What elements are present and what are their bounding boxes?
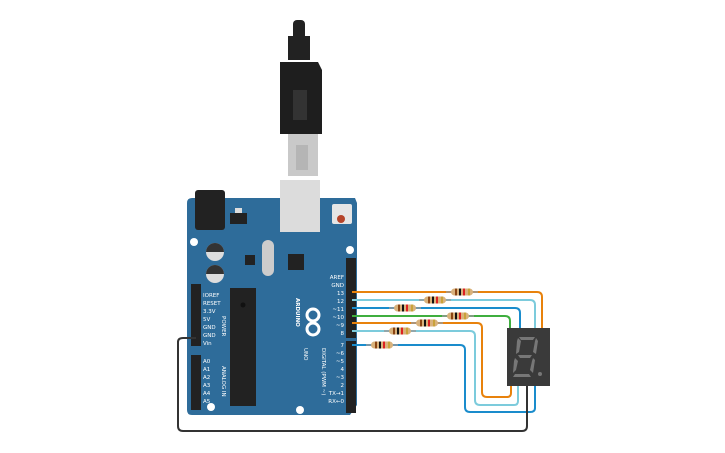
pin-label: Vin [203, 341, 212, 347]
pin-label: ~6 [336, 351, 345, 357]
pin-label: ~10 [332, 315, 344, 321]
resistor[interactable] [384, 327, 416, 335]
power-header [191, 284, 201, 346]
wire-pin-9[interactable] [352, 322, 512, 398]
pin-label: A5 [203, 399, 211, 405]
wire-pin-12[interactable] [352, 299, 536, 330]
pin-label: 8 [341, 331, 345, 337]
usb-cable[interactable] [280, 20, 322, 176]
brand-text: ARDUINO [294, 298, 300, 327]
resistor[interactable] [411, 319, 443, 327]
resistor[interactable] [419, 296, 451, 304]
model-text: UNO [302, 348, 308, 361]
resistor[interactable] [442, 312, 474, 320]
pin-label: GND [331, 283, 344, 289]
pin-label: 12 [337, 299, 344, 305]
pin-label: 5V [203, 317, 210, 323]
pin-label: 4 [341, 367, 345, 373]
atmega-chip [230, 288, 256, 406]
digital-header-bottom [346, 341, 356, 413]
resistor[interactable] [389, 304, 421, 312]
pin-label: GND [203, 325, 216, 331]
pin-label: 7 [341, 343, 345, 349]
pin-label: IOREF [203, 293, 219, 299]
pin-label: A4 [203, 391, 211, 397]
segments [513, 337, 542, 377]
power-title: POWER [220, 316, 226, 337]
power-jack [195, 190, 225, 230]
pin-label: A3 [203, 383, 211, 389]
seven-segment-display[interactable]: 8. [0, 0, 550, 386]
wire-pin-GND[interactable] [177, 337, 528, 432]
pin-label: ~3 [336, 375, 345, 381]
digital-title: DIGITAL (PWM ~) [320, 348, 326, 395]
pin-label: A0 [203, 359, 211, 365]
pin-label: 2 [341, 383, 345, 389]
pin-label: ~9 [336, 323, 345, 329]
pin-label: RX←0 [328, 399, 344, 405]
pin-label: ~11 [332, 307, 344, 313]
resistor[interactable] [366, 341, 398, 349]
wire-pin-11[interactable] [352, 307, 521, 330]
wire-pin-13[interactable] [352, 291, 543, 330]
usb-port [280, 180, 320, 232]
pin-label: TX→1 [328, 391, 344, 397]
pin-label: AREF [330, 275, 344, 281]
wire-pin-7[interactable] [352, 344, 536, 413]
pin-label: GND [203, 333, 216, 339]
wire-pin-10[interactable] [352, 315, 511, 330]
analog-title: ANALOG IN [220, 366, 226, 397]
pin-label: 13 [337, 291, 344, 297]
pin-label: A2 [203, 375, 210, 381]
pin-label: ~5 [336, 359, 345, 365]
resistor[interactable] [446, 288, 478, 296]
display-value: 8. [0, 0, 2, 1]
digital-header-top [346, 258, 356, 338]
analog-header [191, 355, 201, 410]
arduino-uno-board[interactable]: ARDUINO UNO DIGITAL (PWM ~) POWER ANALOG… [187, 180, 357, 415]
wire-pin-8[interactable] [352, 330, 519, 406]
arduino-logo [305, 307, 321, 337]
pin-label: 3.3V [203, 309, 216, 315]
pin-label: A1 [203, 367, 210, 373]
pin-label: RESET [203, 301, 221, 307]
